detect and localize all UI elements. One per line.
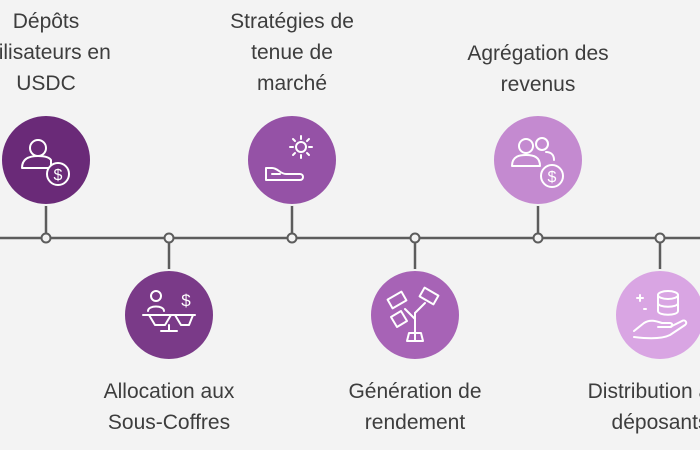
timeline-dot — [409, 232, 421, 244]
timeline-dot — [532, 232, 544, 244]
step-circle — [614, 269, 700, 361]
step-node — [369, 232, 461, 361]
svg-text:$: $ — [181, 291, 191, 310]
timeline-dot — [654, 232, 666, 244]
step-label: Agrégation des revenus — [467, 42, 609, 96]
step-node: $ — [0, 114, 92, 244]
step-label: Dépôts utilisateurs en USDC — [0, 10, 111, 95]
step-label: Génération de rendement — [348, 380, 482, 434]
step-circle — [246, 114, 338, 206]
users-dollar-icon: $ — [511, 137, 564, 188]
timeline-dot — [163, 232, 175, 244]
gear-hand-icon — [265, 135, 313, 181]
svg-text:$: $ — [54, 167, 63, 184]
step-label: Distribution aux déposants — [587, 380, 700, 434]
svg-text:$: $ — [548, 169, 557, 186]
user-dollar-icon: $ — [21, 139, 70, 186]
step-label: Stratégies de tenue de marché — [230, 10, 354, 95]
step-label: Allocation aux Sous-Coffres — [103, 380, 235, 434]
database-hand-icon — [633, 290, 688, 340]
person-scale-dollar-icon: $ — [142, 290, 196, 332]
money-plant-icon — [386, 286, 440, 342]
step-node: $ — [492, 114, 584, 244]
step-node — [246, 114, 338, 244]
timeline-dot — [40, 232, 52, 244]
step-node: $ — [123, 232, 215, 361]
step-node — [614, 232, 700, 361]
timeline-dot — [286, 232, 298, 244]
step-circle — [0, 114, 92, 206]
